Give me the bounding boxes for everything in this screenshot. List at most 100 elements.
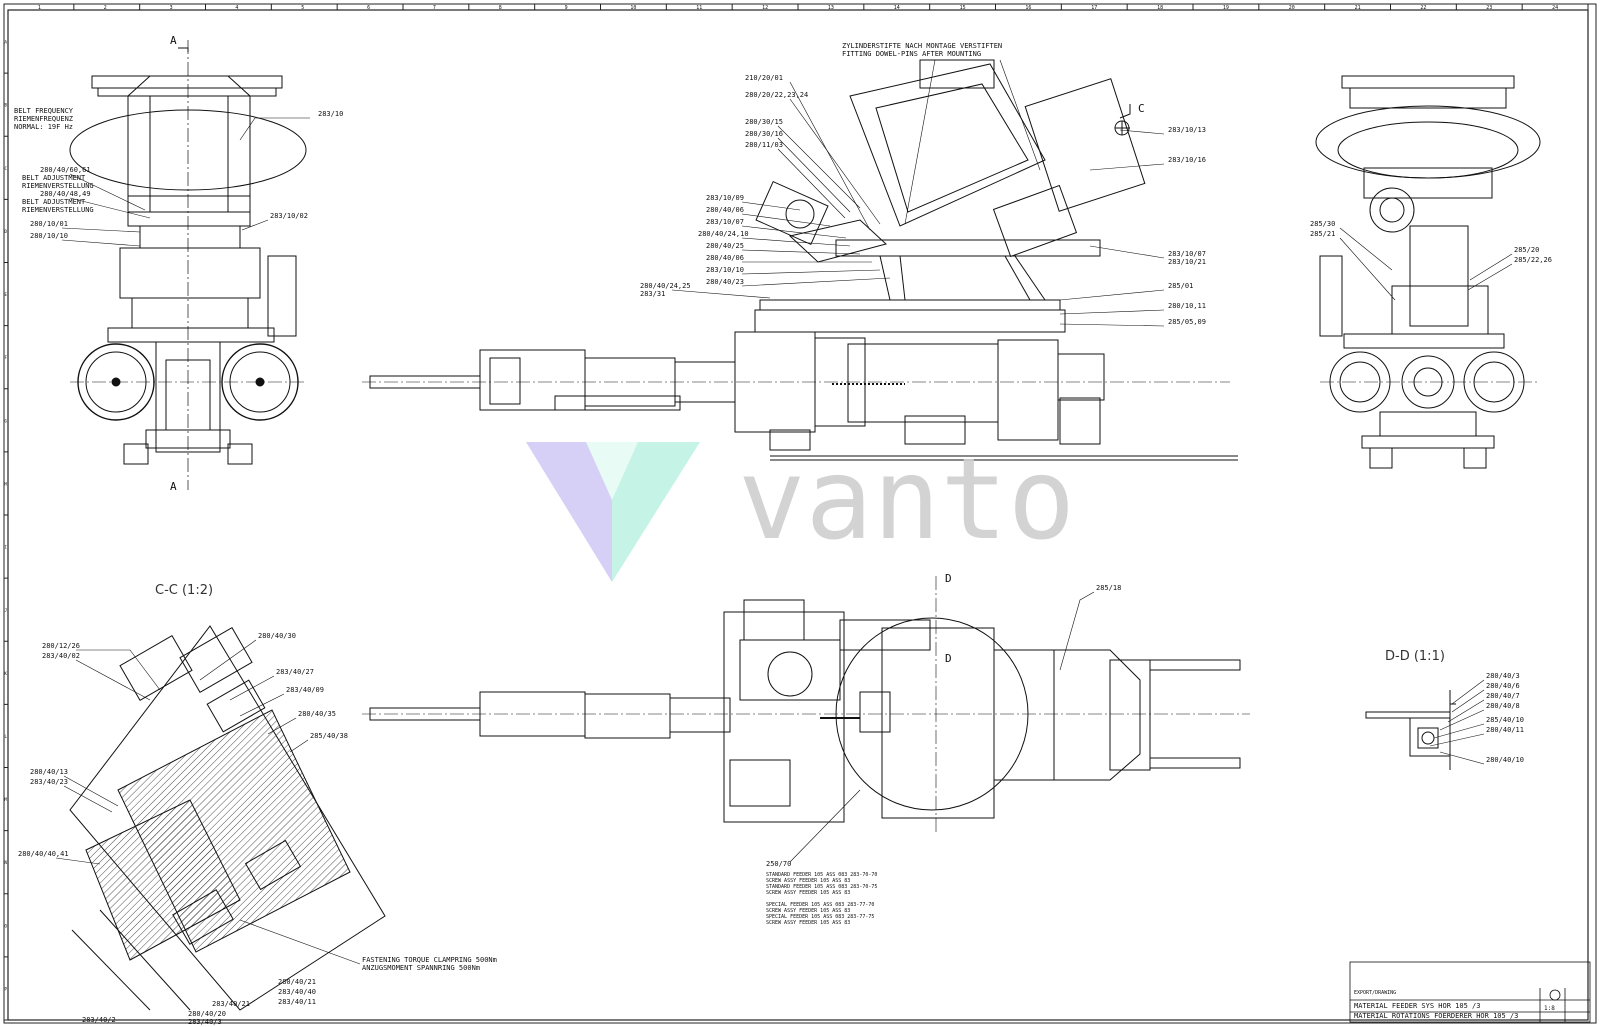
- callout: 280/12/26: [42, 642, 80, 650]
- top-tick-label: 3: [170, 5, 173, 11]
- top-tick-label: 20: [1289, 5, 1295, 11]
- section-dd-view: D-D (1:1): [1365, 649, 1456, 770]
- callout: 280/40/13: [30, 768, 68, 776]
- front-view: A A: [69, 34, 307, 493]
- callout: 280/40/06: [706, 206, 744, 214]
- callout: 280/40/60,61: [40, 166, 91, 174]
- section-cc-title: C-C (1:2): [155, 583, 213, 598]
- callout: 283/40/02: [42, 652, 80, 660]
- callout: 280/40/40,41: [18, 850, 69, 858]
- callout: 283/40/23: [30, 778, 68, 786]
- callout: 280/40/35: [298, 710, 336, 718]
- callout: 280/40/11: [1486, 726, 1524, 734]
- callout: 283/10: [318, 110, 343, 118]
- side-view-callouts: ZYLINDERSTIFTE NACH MONTAGE VERSTIFTEN F…: [640, 42, 1206, 327]
- top-tick-label: 14: [894, 5, 900, 11]
- top-tick-label: 7: [433, 5, 436, 11]
- left-tick-label: F: [5, 355, 8, 360]
- callout: 283/10/10: [706, 266, 744, 274]
- watermark-logo-center: [586, 442, 638, 500]
- callout: 285/30: [1310, 220, 1335, 228]
- note-fastening-torque: FASTENING TORQUE CLAMPRING 500Nm: [362, 956, 497, 964]
- callout: 283/40/40: [278, 988, 316, 996]
- note-dowel-pins-en: FITTING DOWEL-PINS AFTER MOUNTING: [842, 50, 981, 58]
- vanto-watermark: vanto: [526, 435, 1075, 582]
- spec-line: SCREW ASSY FEEDER 105 ASS 83: [766, 878, 850, 884]
- left-tick-label: D: [5, 229, 8, 234]
- callout: 285/40/38: [310, 732, 348, 740]
- front-view-callouts: BELT FREQUENCY RIEMENFREQUENZ NORMAL: 19…: [14, 107, 343, 247]
- callout: 283/40/11: [278, 998, 316, 1006]
- top-tick-label: 23: [1486, 5, 1492, 11]
- section-marker-d-top: D: [945, 572, 952, 585]
- side-view: C: [362, 59, 1238, 461]
- callout: 280/10/01: [30, 220, 68, 228]
- callout: 280/40/48,49: [40, 190, 91, 198]
- section-marker-a-bottom: A: [170, 480, 177, 493]
- section-marker-d-bottom: D: [945, 652, 952, 665]
- callout: 283/40/21: [212, 1000, 250, 1008]
- callout: 285/20: [1514, 246, 1539, 254]
- top-tick-label: 22: [1420, 5, 1426, 11]
- top-view: D D: [362, 572, 1250, 832]
- spec-line: STANDARD FEEDER 105 ASS 083 283-70-70: [766, 872, 877, 878]
- spec-line: SPECIAL FEEDER 105 ASS 083 283-77-70: [766, 902, 874, 908]
- callout: 285/01: [1168, 282, 1193, 290]
- note-fastening-torque-de: ANZUGSMOMENT SPANNRING 500Nm: [362, 964, 480, 972]
- callout: 280/40/10: [1486, 756, 1524, 764]
- note-belt-adjustment-de: RIEMENVERSTELLUNG: [22, 182, 94, 190]
- rear-view: [1315, 75, 1541, 469]
- callout: 283/31: [640, 290, 665, 298]
- callout: 280/40/20: [188, 1010, 226, 1018]
- left-tick-label: J: [5, 608, 7, 613]
- rear-view-callouts: 285/30 285/21 285/20 285/22,26: [1310, 220, 1552, 301]
- note-belt-frequency: BELT FREQUENCY: [14, 107, 74, 115]
- callout: 280/40/23: [706, 278, 744, 286]
- callout: 280/40/25: [706, 242, 744, 250]
- left-tick-label: H: [5, 481, 8, 486]
- callout: 283/10/13: [1168, 126, 1206, 134]
- note-belt-frequency-de: RIEMENFREQUENZ: [14, 115, 73, 123]
- callout: 280/40/3: [1486, 672, 1520, 680]
- left-tick-label: N: [5, 860, 8, 865]
- callout: 280/40/7: [1486, 692, 1520, 700]
- top-tick-label: 18: [1157, 5, 1163, 11]
- top-tick-label: 2: [104, 5, 107, 11]
- callout: 280/40/6: [1486, 682, 1520, 690]
- top-tick-label: 9: [565, 5, 568, 11]
- top-tick-label: 12: [762, 5, 768, 11]
- callout: 280/40/06: [706, 254, 744, 262]
- note-belt-adjustment-2: BELT ADJUSTMENT: [22, 198, 86, 206]
- top-tick-label: 10: [630, 5, 636, 11]
- callout: 250/70: [766, 860, 791, 868]
- callout: 210/20/01: [745, 74, 783, 82]
- callout: 280/30/15: [745, 118, 783, 126]
- top-tick-label: 4: [235, 5, 238, 11]
- title-line-2: MATERIAL ROTATIONS FOERDERER HOR 105 /3: [1354, 1012, 1518, 1020]
- left-tick-label: P: [5, 986, 8, 991]
- callout: 280/40/24,10: [698, 230, 749, 238]
- left-tick-label: O: [5, 923, 8, 928]
- top-tick-label: 13: [828, 5, 834, 11]
- title-block-header: EXPORT/DRAWING: [1354, 990, 1396, 996]
- callout: 280/40/30: [258, 632, 296, 640]
- left-tick-label: A: [5, 40, 8, 45]
- spec-line: SCREW ASSY FEEDER 105 ASS 83: [766, 920, 850, 926]
- callout: 283/40/09: [286, 686, 324, 694]
- top-tick-label: 24: [1552, 5, 1558, 11]
- callout: 280/30/16: [745, 130, 783, 138]
- callout: 280/10,11: [1168, 302, 1206, 310]
- callout: 285/05,09: [1168, 318, 1206, 326]
- watermark-logo-right: [612, 442, 700, 582]
- watermark-logo-left: [526, 442, 612, 582]
- note-belt-frequency-normal: NORMAL: 19F Hz: [14, 123, 73, 131]
- section-dd-callouts: 280/40/3 280/40/6 280/40/7 280/40/8 285/…: [1429, 672, 1524, 765]
- callout: 280/40/8: [1486, 702, 1520, 710]
- note-dowel-pins-de: ZYLINDERSTIFTE NACH MONTAGE VERSTIFTEN: [842, 42, 1002, 50]
- callout: 283/10/07: [1168, 250, 1206, 258]
- callout: 283/10/21: [1168, 258, 1206, 266]
- spec-line: SCREW ASSY FEEDER 105 ASS 83: [766, 908, 850, 914]
